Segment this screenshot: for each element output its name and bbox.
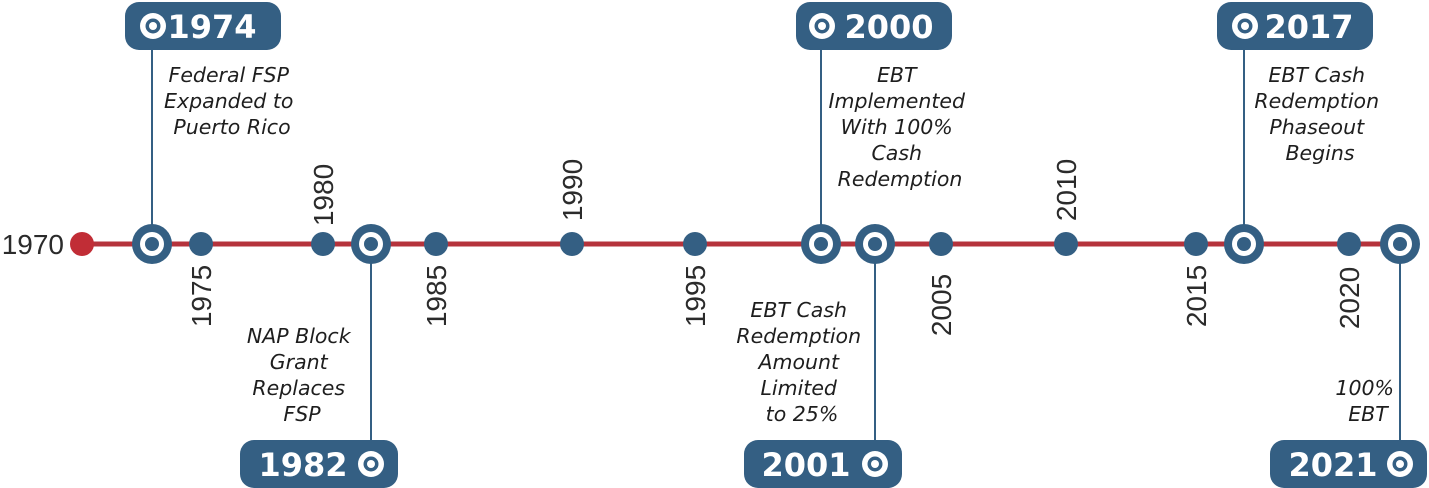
tick-label: 2015 bbox=[1181, 265, 1212, 327]
tick-2010: 2010 bbox=[1051, 159, 1082, 256]
badge-year: 2017 bbox=[1264, 8, 1353, 46]
target-node bbox=[351, 224, 391, 264]
tick-label: 1990 bbox=[557, 159, 588, 221]
target-icon bbox=[140, 13, 166, 39]
year-badge bbox=[240, 440, 398, 488]
tick-dot bbox=[1337, 232, 1361, 256]
tick-1975: 1975 bbox=[186, 232, 217, 327]
badge-year: 2000 bbox=[844, 8, 933, 46]
start-dot bbox=[70, 232, 94, 256]
target-node bbox=[855, 224, 895, 264]
tick-dot bbox=[929, 232, 953, 256]
badge-year: 2021 bbox=[1288, 446, 1377, 484]
year-badge bbox=[744, 440, 902, 488]
start-year-label: 1970 bbox=[2, 229, 64, 260]
event-description: EBT Implemented With 100% Cash Redemptio… bbox=[828, 63, 971, 191]
tick-dot bbox=[1184, 232, 1208, 256]
event-description: NAP Block Grant Replaces FSP bbox=[247, 324, 357, 426]
badge-year: 1982 bbox=[258, 446, 347, 484]
target-node bbox=[132, 224, 172, 264]
tick-dot bbox=[560, 232, 584, 256]
tick-1985: 1985 bbox=[421, 232, 452, 327]
tick-dot bbox=[311, 232, 335, 256]
tick-2015: 2015 bbox=[1181, 232, 1212, 327]
tick-2020: 2020 bbox=[1334, 232, 1365, 329]
target-node bbox=[1380, 224, 1420, 264]
target-node bbox=[1224, 224, 1264, 264]
tick-1990: 1990 bbox=[557, 159, 588, 256]
tick-label: 2020 bbox=[1334, 267, 1365, 329]
year-badge bbox=[796, 2, 952, 50]
badge-year: 1974 bbox=[167, 8, 256, 46]
target-node bbox=[801, 224, 841, 264]
tick-label: 2010 bbox=[1051, 159, 1082, 221]
tick-1995: 1995 bbox=[680, 232, 711, 327]
year-badge bbox=[1270, 440, 1427, 488]
event-description: EBT Cash Redemption Amount Limited to 25… bbox=[736, 298, 867, 426]
tick-1980: 1980 bbox=[308, 164, 339, 256]
event-2017: 2017 EBT Cash Redemption Phaseout Begins bbox=[1217, 2, 1385, 264]
tick-dot bbox=[683, 232, 707, 256]
target-icon bbox=[1387, 451, 1413, 477]
timeline-start: 1970 bbox=[2, 229, 94, 260]
tick-dot bbox=[1054, 232, 1078, 256]
tick-label: 1980 bbox=[308, 164, 339, 226]
target-icon bbox=[809, 13, 835, 39]
target-icon bbox=[862, 451, 888, 477]
year-badge bbox=[1217, 2, 1373, 50]
event-1982: 1982 NAP Block Grant Replaces FSP bbox=[240, 224, 398, 488]
year-badge bbox=[125, 2, 281, 50]
event-1974: 1974 Federal FSP Expanded to Puerto Rico bbox=[125, 2, 300, 264]
target-icon bbox=[358, 451, 384, 477]
tick-dot bbox=[424, 232, 448, 256]
tick-label: 2005 bbox=[926, 274, 957, 336]
event-description: EBT Cash Redemption Phaseout Begins bbox=[1254, 63, 1385, 165]
event-description: Federal FSP Expanded to Puerto Rico bbox=[164, 63, 300, 139]
badge-year: 2001 bbox=[761, 446, 850, 484]
tick-label: 1975 bbox=[186, 265, 217, 327]
event-2001: 2001 EBT Cash Redemption Amount Limited … bbox=[736, 224, 902, 488]
tick-2005: 2005 bbox=[926, 232, 957, 336]
event-description: 100% EBT bbox=[1335, 376, 1400, 426]
target-icon bbox=[1232, 13, 1258, 39]
tick-dot bbox=[189, 232, 213, 256]
event-2021: 2021 100% EBT bbox=[1270, 224, 1427, 488]
tick-label: 1995 bbox=[680, 265, 711, 327]
tick-label: 1985 bbox=[421, 265, 452, 327]
event-2000: 2000 EBT Implemented With 100% Cash Rede… bbox=[796, 2, 971, 264]
